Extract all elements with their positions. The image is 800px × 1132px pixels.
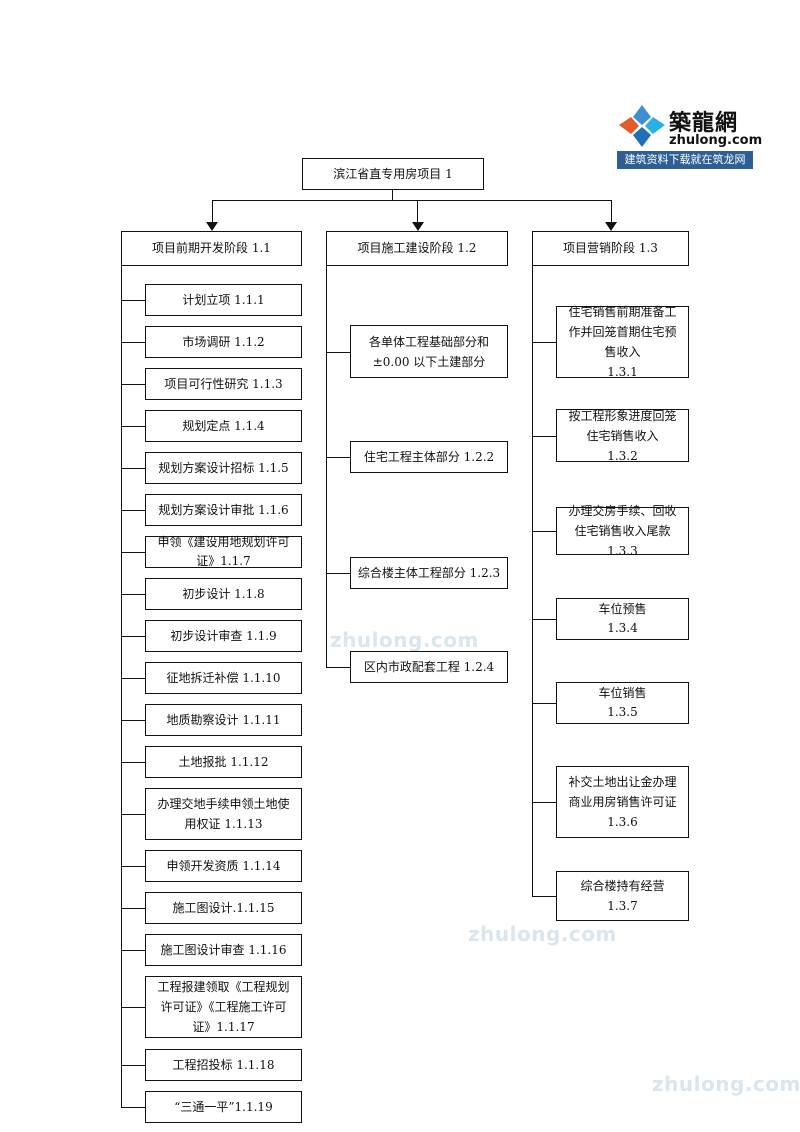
connector-line [121, 636, 145, 637]
connector-line [121, 762, 145, 763]
arrow-down-icon [605, 222, 617, 231]
leaf-node: 综合楼主体工程部分 1.2.3 [350, 557, 508, 589]
connector-line [532, 531, 556, 532]
logo-mark-icon [619, 105, 665, 147]
connector-line [121, 1007, 145, 1008]
connector-line [610, 200, 612, 223]
connector-line [532, 342, 556, 343]
connector-line [392, 190, 393, 200]
logo-slogan: 建筑资料下载就在筑龙网 [617, 151, 753, 169]
leaf-node: 初步设计审查 1.1.9 [145, 620, 302, 652]
connector-line [121, 1065, 145, 1066]
zhulong-logo: 築龍網 zhulong.com 建筑资料下载就在筑龙网 [617, 103, 762, 169]
branch-spine-line [121, 266, 122, 1107]
leaf-node: 区内市政配套工程 1.2.4 [350, 651, 508, 683]
connector-line [121, 814, 145, 815]
connector-line [532, 802, 556, 803]
leaf-node: 规划定点 1.1.4 [145, 410, 302, 442]
leaf-node: 申领《建设用地规划许可 证》1.1.7 [145, 535, 302, 568]
leaf-node: 办理交地手续申领土地使 用权证 1.1.13 [145, 788, 302, 840]
leaf-node: 申领开发资质 1.1.14 [145, 850, 302, 882]
watermark: zhulong.com [330, 628, 479, 652]
leaf-node: 住宅工程主体部分 1.2.2 [350, 441, 508, 473]
leaf-node: 规划方案设计审批 1.1.6 [145, 494, 302, 526]
connector-line [326, 573, 350, 574]
branch-spine-line [326, 266, 327, 667]
connector-line [121, 908, 145, 909]
leaf-node: 工程报建领取《工程规划 许可证》《工程施工许可 证》1.1.17 [145, 976, 302, 1038]
watermark: zhulong.com [652, 1072, 800, 1096]
leaf-node: 计划立项 1.1.1 [145, 284, 302, 316]
root-node: 滨江省直专用房项目 1 [302, 158, 484, 190]
connector-line [532, 619, 556, 620]
leaf-node: 按工程形象进度回笼 住宅销售收入 1.3.2 [556, 409, 689, 463]
connector-line [326, 457, 350, 458]
connector-line [121, 950, 145, 951]
connector-line [326, 667, 350, 668]
branch-node: 项目前期开发阶段 1.1 [121, 231, 302, 266]
branch-spine-line [532, 266, 533, 896]
connector-line [121, 678, 145, 679]
connector-line [326, 351, 350, 353]
connector-line [121, 866, 145, 867]
connector-line [121, 468, 145, 469]
connector-line [121, 720, 145, 721]
connector-line [121, 1107, 145, 1108]
leaf-node: 住宅销售前期准备工 作并回笼首期住宅预 售收入 1.3.1 [556, 305, 689, 379]
leaf-node: 工程招投标 1.1.18 [145, 1049, 302, 1081]
connector-line [121, 384, 145, 385]
branch-node: 项目营销阶段 1.3 [532, 231, 689, 266]
leaf-node: 征地拆迁补偿 1.1.10 [145, 662, 302, 694]
watermark: zhulong.com [468, 922, 617, 946]
branch-node: 项目施工建设阶段 1.2 [326, 231, 508, 266]
connector-line [121, 342, 145, 343]
connector-line [121, 594, 145, 595]
leaf-node: 施工图设计.1.1.15 [145, 892, 302, 924]
arrow-down-icon [206, 222, 218, 231]
leaf-node: “三通一平”1.1.19 [145, 1091, 302, 1123]
leaf-node: 市场调研 1.1.2 [145, 326, 302, 358]
leaf-node: 车位销售 1.3.5 [556, 682, 689, 724]
connector-line [532, 703, 556, 704]
leaf-node: 初步设计 1.1.8 [145, 578, 302, 610]
leaf-node: 综合楼持有经营 1.3.7 [556, 871, 689, 921]
connector-line [121, 300, 145, 301]
connector-line [532, 896, 556, 897]
logo-domain: zhulong.com [669, 133, 763, 148]
logo-name: 築龍網 [669, 110, 739, 136]
connector-line [211, 200, 612, 201]
leaf-node: 土地报批 1.1.12 [145, 746, 302, 778]
leaf-node: 施工图设计审查 1.1.16 [145, 934, 302, 966]
leaf-node: 项目可行性研究 1.1.3 [145, 368, 302, 400]
leaf-node: 规划方案设计招标 1.1.5 [145, 452, 302, 484]
connector-line [211, 200, 213, 223]
connector-line [532, 435, 556, 437]
connector-line [121, 510, 145, 511]
connector-line [417, 200, 418, 223]
arrow-down-icon [411, 222, 424, 231]
leaf-node: 车位预售 1.3.4 [556, 598, 689, 640]
leaf-node: 补交土地出让金办理 商业用房销售许可证 1.3.6 [556, 766, 689, 838]
connector-line [121, 552, 145, 553]
connector-line [121, 426, 145, 427]
leaf-node: 各单体工程基础部分和 ±0.00 以下土建部分 [350, 325, 508, 378]
leaf-node: 办理交房手续、回收 住宅销售收入尾款 1.3.3 [556, 504, 689, 558]
leaf-node: 地质勘察设计 1.1.11 [145, 704, 302, 736]
